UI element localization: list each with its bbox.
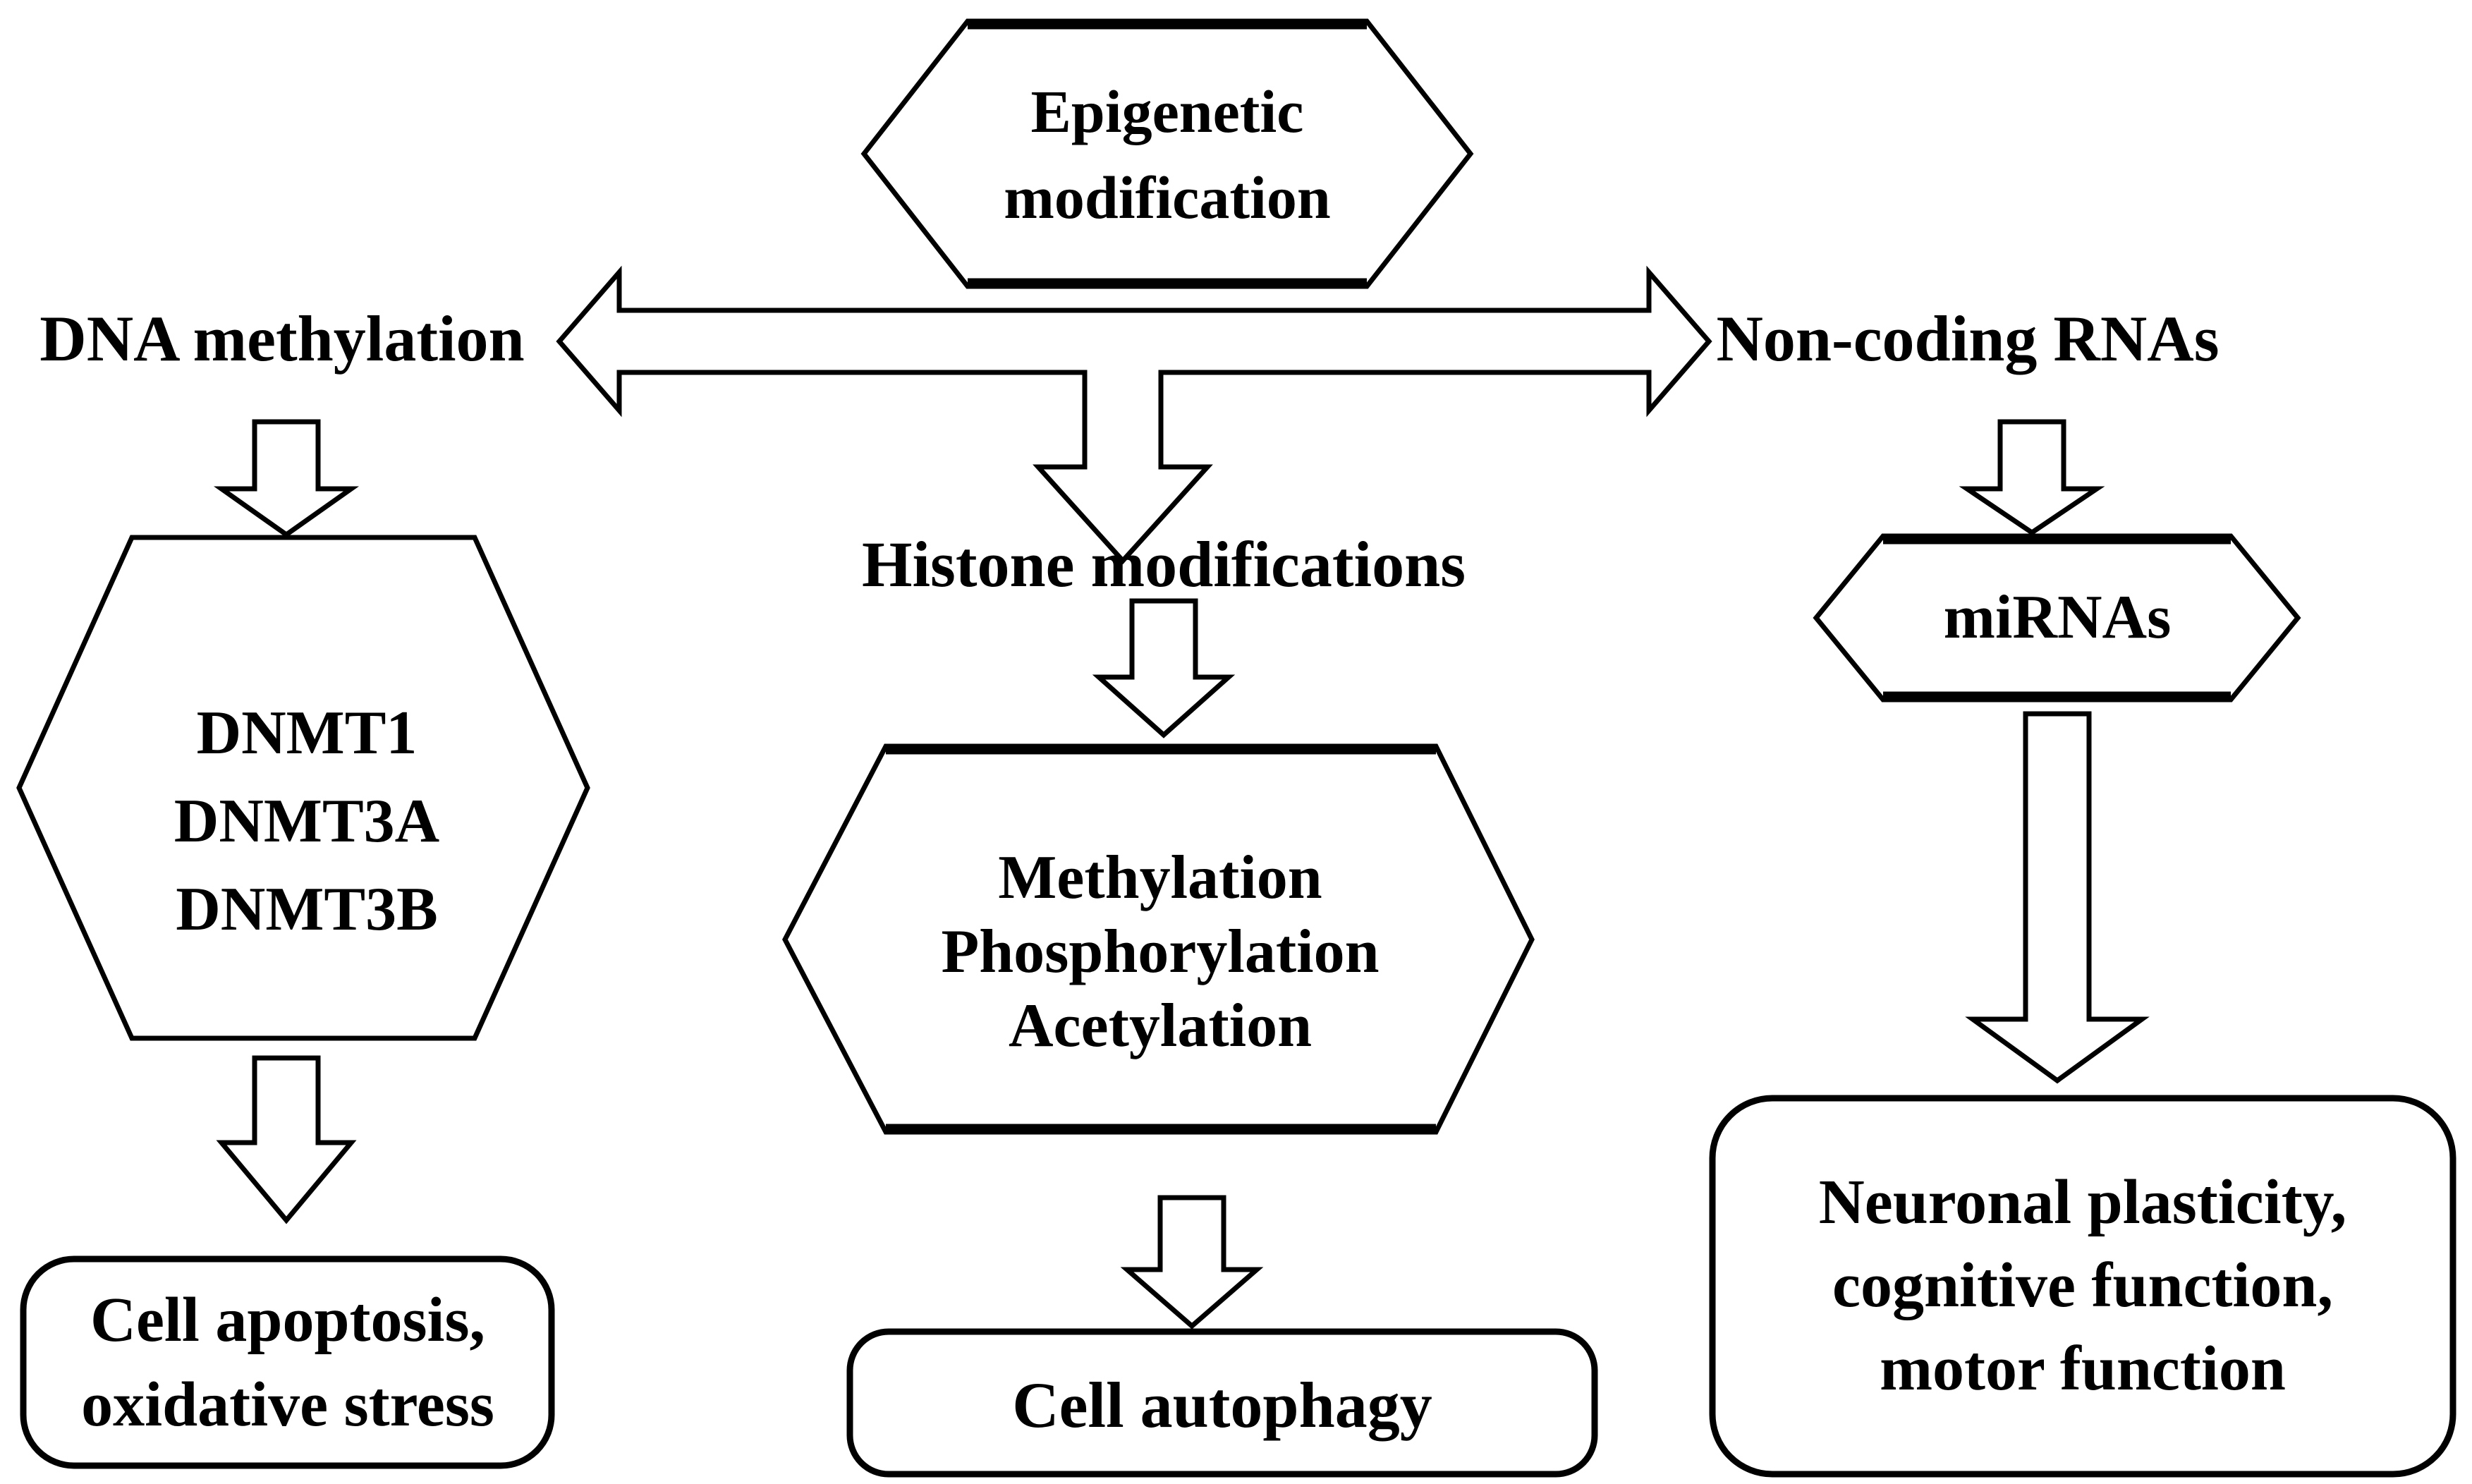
dnmt-label-line1: DNMT1 xyxy=(196,699,418,767)
dnmt-hexagon xyxy=(16,535,590,1041)
dnmt-label-line2: DNMT3A xyxy=(173,787,440,856)
down-arrow-dna xyxy=(213,419,360,538)
histone-modifications-label: Histone modifications xyxy=(861,528,1466,600)
three-way-arrow xyxy=(556,265,1712,565)
cell-autophagy-box xyxy=(846,1328,1598,1478)
down-arrow-ncrna xyxy=(1959,419,2105,536)
cell-apoptosis-label-line1: Cell apoptosis, xyxy=(90,1285,486,1355)
down-arrow-mirnas-long xyxy=(1965,711,2150,1084)
cell-apoptosis-box xyxy=(20,1255,555,1469)
cell-autophagy-label: Cell autophagy xyxy=(1012,1369,1432,1441)
cell-apoptosis-label-line2: oxidative stress xyxy=(81,1370,494,1440)
epigenetic-hexagon xyxy=(860,18,1474,289)
non-coding-rnas-label: Non-coding RNAs xyxy=(1716,303,2220,375)
histone-marks-label-line2: Phosphorylation xyxy=(941,918,1380,986)
epigenetic-label-line1: Epigenetic xyxy=(1030,78,1304,145)
epigenetic-label-line2: modification xyxy=(1004,164,1331,231)
histone-marks-label-line1: Methylation xyxy=(998,844,1322,912)
down-arrow-autophagy xyxy=(1120,1195,1264,1330)
down-arrow-dnmt xyxy=(216,1055,357,1224)
histone-marks-label-line3: Acetylation xyxy=(1008,992,1313,1060)
mirnas-label: miRNAs xyxy=(1943,583,2172,652)
neuronal-outcomes-box xyxy=(1709,1095,2456,1478)
dnmt-label-line3: DNMT3B xyxy=(176,875,438,944)
neuronal-outcomes-label-line3: motor function xyxy=(1880,1334,2286,1404)
neuronal-outcomes-label-line2: cognitive function, xyxy=(1832,1251,2333,1320)
down-arrow-histone xyxy=(1092,598,1236,738)
neuronal-outcomes-label-line1: Neuronal plasticity, xyxy=(1818,1167,2347,1237)
dna-methylation-label: DNA methylation xyxy=(39,303,525,375)
